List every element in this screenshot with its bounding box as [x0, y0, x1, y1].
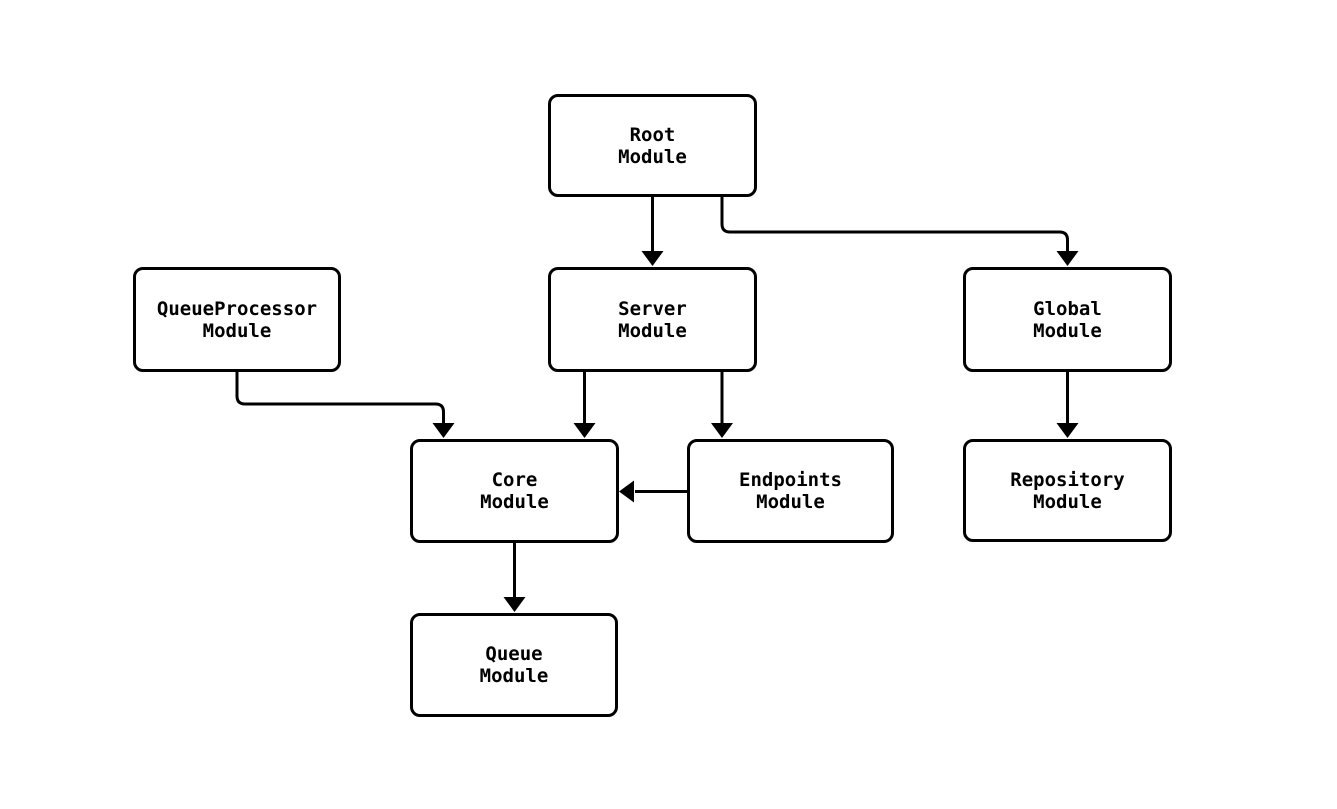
edge-global-to-repository [1056, 372, 1079, 438]
node-label-line2: Module [202, 319, 272, 342]
node-repository-module: Repository Module [963, 439, 1172, 542]
node-label-line2: Module [479, 665, 549, 687]
node-label-line2: Module [1033, 319, 1102, 342]
node-label-line1: Endpoints [739, 469, 842, 491]
node-label-line2: Module [480, 491, 549, 513]
node-label-line1: Root [629, 123, 676, 146]
edge-root-to-global [720, 197, 1079, 266]
node-label-line1: Global [1033, 297, 1102, 320]
node-global-module: Global Module [963, 267, 1172, 372]
node-queue-module: Queue Module [410, 613, 618, 717]
node-label-line2: Module [618, 319, 687, 342]
node-label-line1: Core [491, 469, 538, 491]
edge-endpoints-to-core [619, 480, 687, 503]
node-root-module: Root Module [548, 94, 757, 197]
node-label-line2: Module [756, 491, 825, 513]
node-core-module: Core Module [410, 439, 619, 543]
edge-core-to-queue [503, 543, 526, 612]
node-label-line2: Module [618, 145, 687, 168]
edge-server-to-core [573, 372, 596, 438]
node-label-line1: Queue [485, 643, 543, 665]
node-server-module: Server Module [548, 267, 757, 372]
edge-queueprocessor-to-core [235, 372, 455, 438]
node-label-line1: Repository [1010, 468, 1125, 491]
node-queueprocessor-module: QueueProcessor Module [133, 267, 341, 372]
node-label-line1: Server [618, 297, 687, 320]
node-label-line1: QueueProcessor [156, 297, 318, 320]
edge-server-to-endpoints [711, 372, 733, 438]
node-label-line2: Module [1033, 490, 1102, 513]
node-endpoints-module: Endpoints Module [687, 439, 894, 543]
edge-root-to-server [641, 197, 664, 266]
